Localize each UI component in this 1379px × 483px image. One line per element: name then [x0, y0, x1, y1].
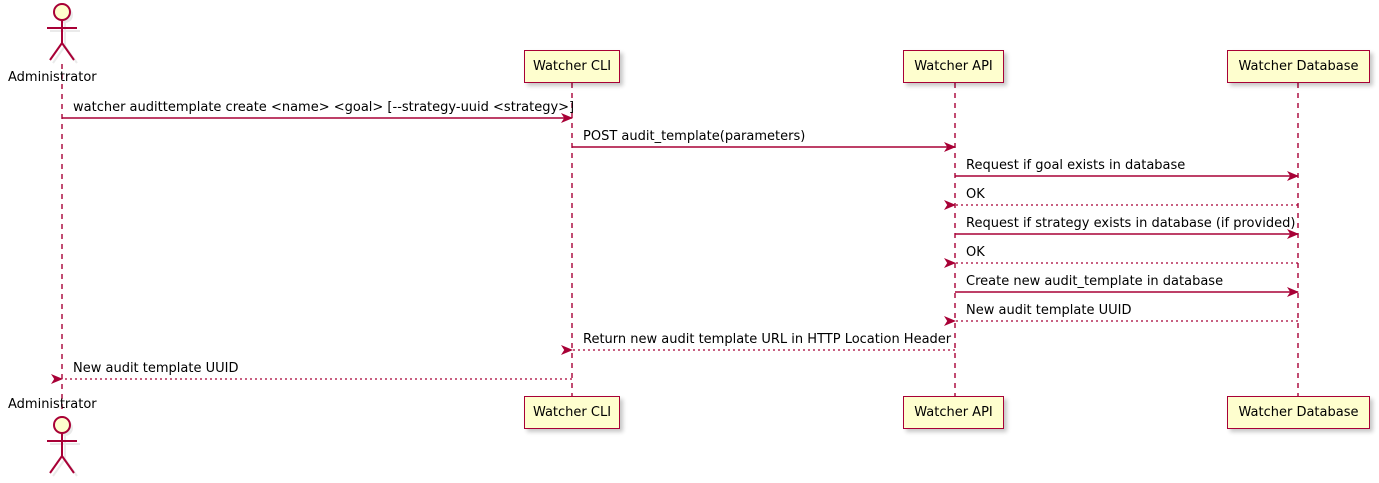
participant-box-watcher-api-bottom[interactable]: Watcher API: [903, 396, 1004, 429]
message-label-9: Return new audit template URL in HTTP Lo…: [583, 332, 952, 347]
participant-box-watcher-database-top[interactable]: Watcher Database: [1227, 50, 1370, 83]
message-label-6: OK: [966, 245, 985, 260]
actor-label-administrator-bottom: Administrator: [8, 397, 97, 412]
participant-box-watcher-database-bottom[interactable]: Watcher Database: [1227, 396, 1370, 429]
participant-box-watcher-api-top[interactable]: Watcher API: [903, 50, 1004, 83]
message-label-5: Request if strategy exists in database (…: [966, 216, 1296, 231]
participant-box-watcher-cli-bottom[interactable]: Watcher CLI: [524, 396, 620, 429]
message-label-7: Create new audit_template in database: [966, 274, 1224, 289]
message-label-4: OK: [966, 187, 985, 202]
actor-figure-top: [47, 3, 80, 64]
actor-figure-bottom: [47, 416, 80, 477]
message-label-8: New audit template UUID: [966, 303, 1132, 318]
actor-label-administrator-top: Administrator: [8, 70, 97, 85]
message-label-3: Request if goal exists in database: [966, 158, 1186, 173]
message-arrows-group: [51, 113, 1299, 384]
message-label-1: watcher audittemplate create <name> <goa…: [73, 100, 575, 115]
participant-box-watcher-cli-top[interactable]: Watcher CLI: [524, 50, 620, 83]
message-label-2: POST audit_template(parameters): [583, 129, 806, 144]
lifelines-group: [61, 64, 1299, 413]
message-label-10: New audit template UUID: [73, 361, 239, 376]
